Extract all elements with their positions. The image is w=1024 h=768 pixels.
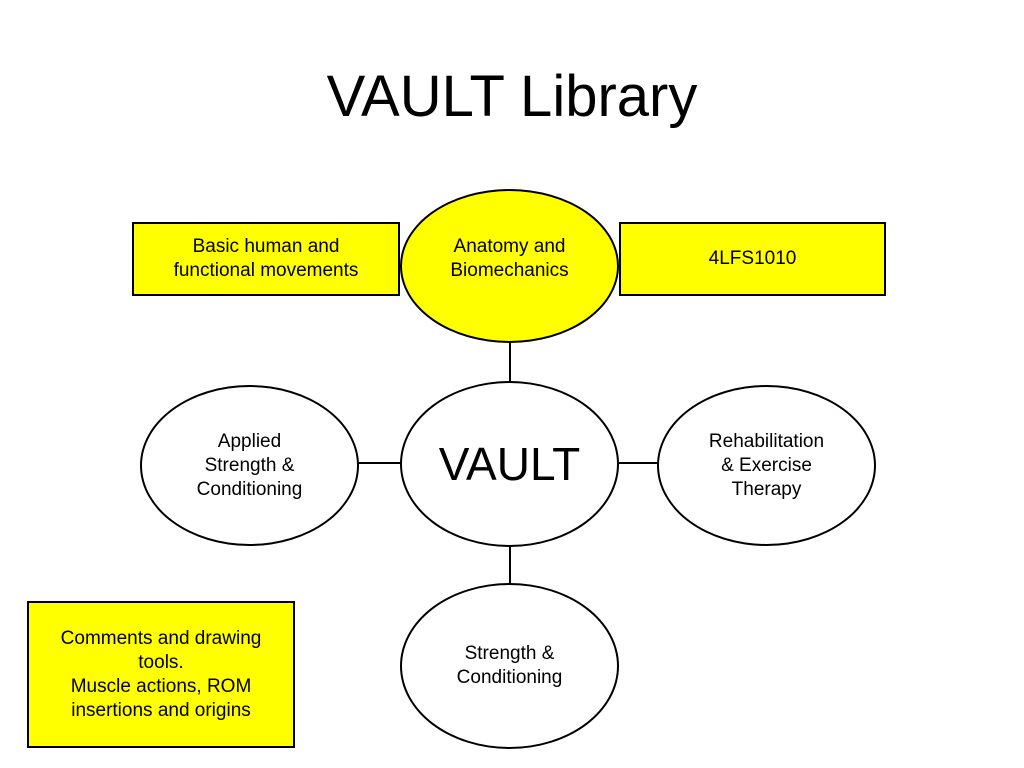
node-vault-center-label: VAULT	[438, 438, 581, 490]
node-anatomy-biomechanics-label: Anatomy and Biomechanics	[450, 236, 569, 281]
node-rehabilitation-exercise-label: Rehabilitation & Exercise Therapy	[708, 430, 825, 500]
basic-movements-box: Basic human and functional movements	[132, 222, 400, 296]
node-applied-strength-conditioning: Applied Strength & Conditioning	[140, 385, 359, 546]
course-code-box: 4LFS1010	[619, 222, 886, 296]
basic-movements-label: Basic human and functional movements	[173, 236, 359, 281]
node-rehabilitation-exercise: Rehabilitation & Exercise Therapy	[657, 385, 876, 546]
tools-info-line-1: Comments and drawing tools.	[60, 627, 262, 673]
course-code-label: 4LFS1010	[708, 248, 797, 269]
node-anatomy-biomechanics: Anatomy and Biomechanics	[400, 189, 619, 343]
tools-info-line-2: Muscle actions, ROM insertions and origi…	[70, 675, 252, 721]
node-applied-strength-conditioning-label: Applied Strength & Conditioning	[196, 430, 303, 500]
page-title: VAULT Library	[326, 64, 698, 129]
tools-info-box: Comments and drawing tools. Muscle actio…	[27, 601, 295, 748]
node-strength-conditioning: Strength & Conditioning	[400, 583, 619, 749]
node-strength-conditioning-label: Strength & Conditioning	[456, 643, 563, 688]
node-vault-center: VAULT	[400, 381, 619, 547]
